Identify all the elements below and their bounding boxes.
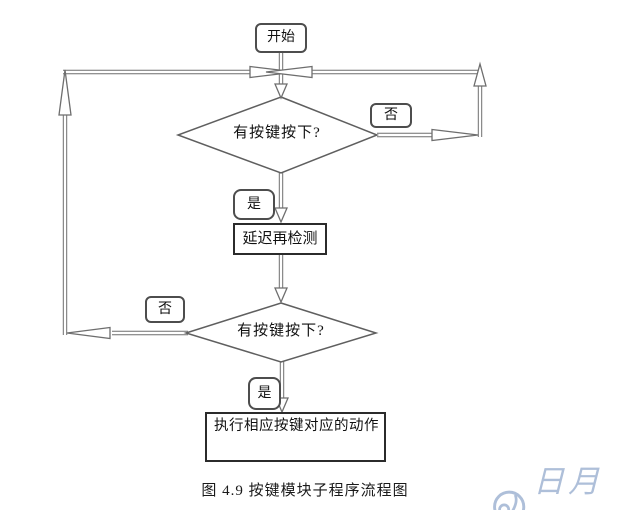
process2-node: 执行相应按键对应的动作: [205, 412, 386, 462]
arrowhead-left-loop-up: [58, 69, 72, 116]
arrowhead-junction-from-right: [265, 65, 313, 79]
arrowhead-into-process1: [274, 207, 288, 224]
arrowhead-decision2-no-left: [66, 326, 111, 340]
decision1-diamond: [175, 96, 380, 174]
decision1-no-node: 否: [370, 103, 412, 128]
start-node: 开始: [255, 23, 307, 53]
decision1-yes-label: 是: [247, 196, 261, 212]
start-label: 开始: [267, 30, 295, 45]
process1-label: 延迟再检测: [242, 230, 318, 247]
arrowhead-into-decision1: [274, 83, 288, 100]
process2-label: 执行相应按键对应的动作: [214, 418, 379, 434]
decision2-diamond: [183, 302, 379, 363]
sun-moon-logo-icon: [493, 490, 526, 510]
decision2-yes-label: 是: [257, 385, 272, 401]
process1-node: 延迟再检测: [233, 223, 327, 255]
arrowhead-right-loop-up: [473, 61, 487, 87]
decision1-no-label: 否: [384, 107, 398, 123]
arrowhead-decision1-no-right: [431, 128, 479, 142]
watermark-text: 日月辰: [533, 464, 604, 510]
decision1-yes-node: 是: [233, 189, 275, 220]
decision2-yes-node: 是: [248, 377, 281, 410]
decision2-no-node: 否: [145, 296, 185, 323]
watermark: 日月辰: [490, 460, 629, 510]
arrowhead-into-decision2: [274, 287, 288, 304]
figure-caption: 图 4.9 按键模块子程序流程图: [201, 483, 409, 499]
decision2-no-label: 否: [158, 301, 172, 317]
